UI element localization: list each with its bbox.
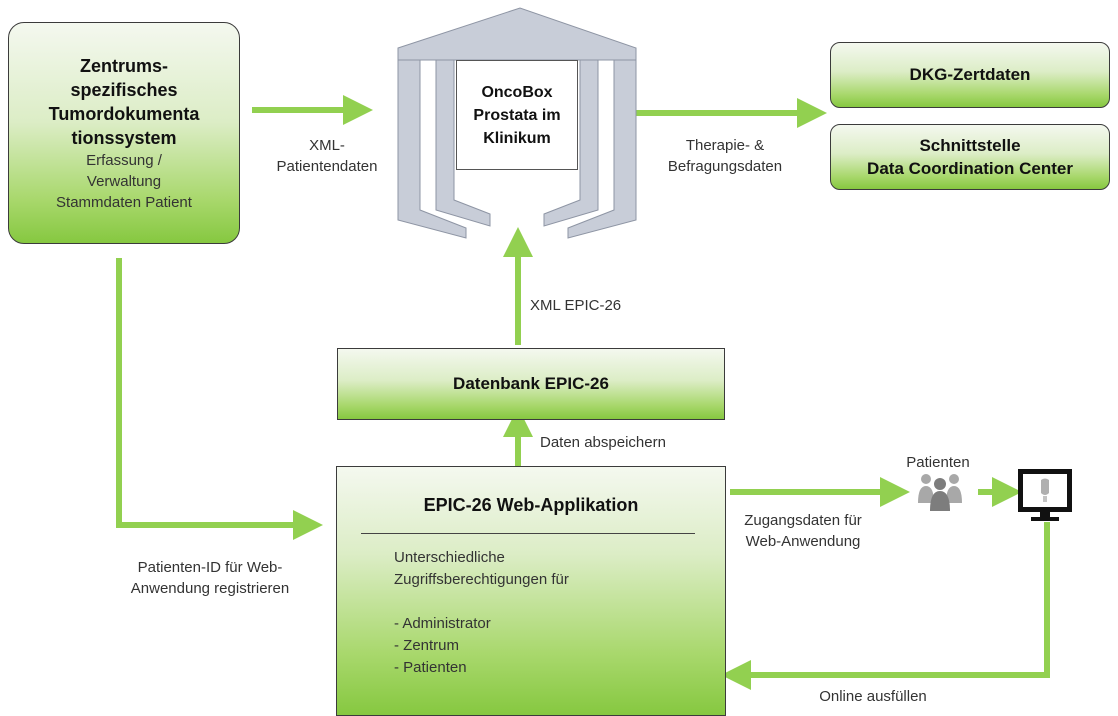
datenbank-epic26-box: Datenbank EPIC-26: [337, 348, 725, 420]
label-zugangsdaten: Zugangsdaten für Web-Anwendung: [728, 510, 878, 552]
label-online-ausfuellen: Online ausfüllen: [819, 688, 927, 705]
left-box-sub-1: Erfassung /: [86, 151, 162, 169]
label-xml-epic26: XML EPIC-26: [530, 297, 622, 314]
left-box-sub-3: Stammdaten Patient: [56, 193, 192, 211]
label-therapie-line-1: Therapie- &: [685, 137, 765, 154]
label-patienten-id-line-2: Anwendung registrieren: [130, 580, 290, 597]
web-app-desc-1: Unterschiedliche: [394, 549, 505, 566]
tumor-documentation-system-box: Zentrums- spezifisches Tumordokumenta ti…: [8, 22, 240, 244]
dkg-label: DKG-Zertdaten: [909, 65, 1031, 84]
schnittstelle-dcc-box: Schnittstelle Data Coordination Center: [830, 124, 1110, 190]
left-box-title-3: Tumordokumenta: [48, 103, 200, 124]
label-zugangsdaten-line-1: Zugangsdaten für: [744, 512, 862, 529]
label-xml-line-2: Patientendaten: [276, 158, 378, 175]
label-therapie-line-2: Befragungsdaten: [667, 158, 783, 175]
left-box-title-2: spezifisches: [70, 79, 178, 100]
epic26-web-application-box: EPIC-26 Web-Applikation Unterschiedliche…: [336, 466, 726, 716]
datenbank-label: Datenbank EPIC-26: [453, 374, 609, 393]
web-app-role-2: - Zentrum: [394, 637, 460, 654]
dkg-zertdaten-box: DKG-Zertdaten: [830, 42, 1110, 108]
left-box-title-4: tionssystem: [71, 127, 177, 148]
web-app-title: EPIC-26 Web-Applikation: [423, 495, 639, 515]
schnittstelle-line-1: Schnittstelle: [919, 136, 1021, 155]
label-zugangsdaten-line-2: Web-Anwendung: [745, 533, 861, 550]
left-box-sub-2: Verwaltung: [86, 172, 162, 190]
label-therapie-befragungsdaten: Therapie- & Befragungsdaten: [645, 135, 805, 177]
arrow-left-to-web: [116, 258, 323, 540]
web-app-role-3: - Patienten: [394, 659, 467, 676]
schnittstelle-line-2: Data Coordination Center: [867, 159, 1073, 178]
web-app-desc-2: Zugriffsberechtigungen für: [394, 571, 569, 588]
arrow-monitor-to-web: [721, 522, 1050, 690]
web-app-role-1: - Administrator: [394, 615, 491, 632]
oncobox-line-3: Klinikum: [483, 129, 551, 147]
label-patienten: Patienten: [906, 454, 970, 471]
label-patienten-id-line-1: Patienten-ID für Web-: [137, 559, 283, 576]
oncobox-line-1: OncoBox: [481, 83, 553, 101]
oncobox-prostata-box: OncoBox Prostata im Klinikum: [456, 60, 578, 170]
left-box-title-1: Zentrums-: [79, 55, 168, 76]
label-patienten-id: Patienten-ID für Web- Anwendung registri…: [100, 557, 320, 599]
web-app-divider: [361, 533, 695, 534]
label-daten-abspeichern: Daten abspeichern: [540, 434, 666, 451]
label-xml-patientendaten: XML- Patientendaten: [262, 135, 392, 177]
oncobox-line-2: Prostata im: [473, 106, 561, 124]
label-xml-line-1: XML-: [309, 137, 345, 154]
